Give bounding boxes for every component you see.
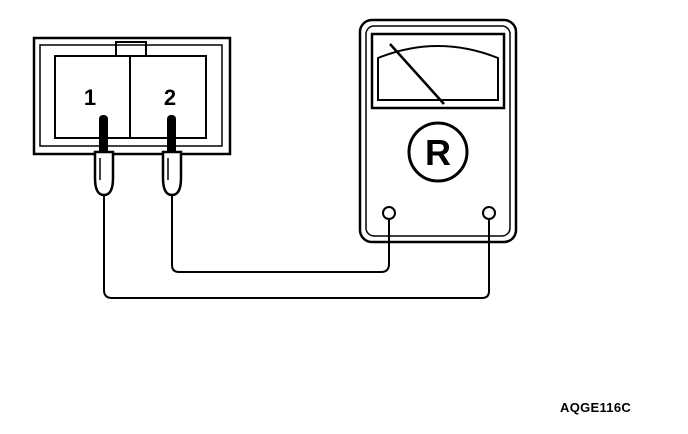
meter-jack-left	[382, 206, 396, 220]
test-leads	[103, 195, 490, 299]
lead-probe-1-to-right-jack	[103, 195, 490, 299]
meter-scale	[377, 45, 499, 101]
meter-display-window	[370, 32, 506, 110]
connector-lock-tab	[115, 41, 147, 57]
test-probe-1	[93, 115, 115, 197]
figure-reference-code: AQGE116C	[560, 400, 632, 415]
meter-mode-symbol: R	[425, 132, 451, 173]
ohmmeter: R	[358, 18, 518, 244]
meter-body-inner	[365, 25, 511, 237]
connector	[32, 36, 232, 156]
connector-inner-frame	[39, 44, 223, 147]
terminal-label-1: 1	[84, 85, 96, 110]
terminal-label-2: 2	[164, 85, 176, 110]
test-probe-2	[161, 115, 183, 197]
meter-body-outer	[358, 18, 518, 244]
connector-outer-frame	[32, 36, 232, 156]
meter-needle	[389, 43, 445, 105]
meter-jack-right	[482, 206, 496, 220]
meter-mode-circle	[407, 121, 469, 183]
lead-probe-2-to-left-jack	[171, 195, 390, 273]
